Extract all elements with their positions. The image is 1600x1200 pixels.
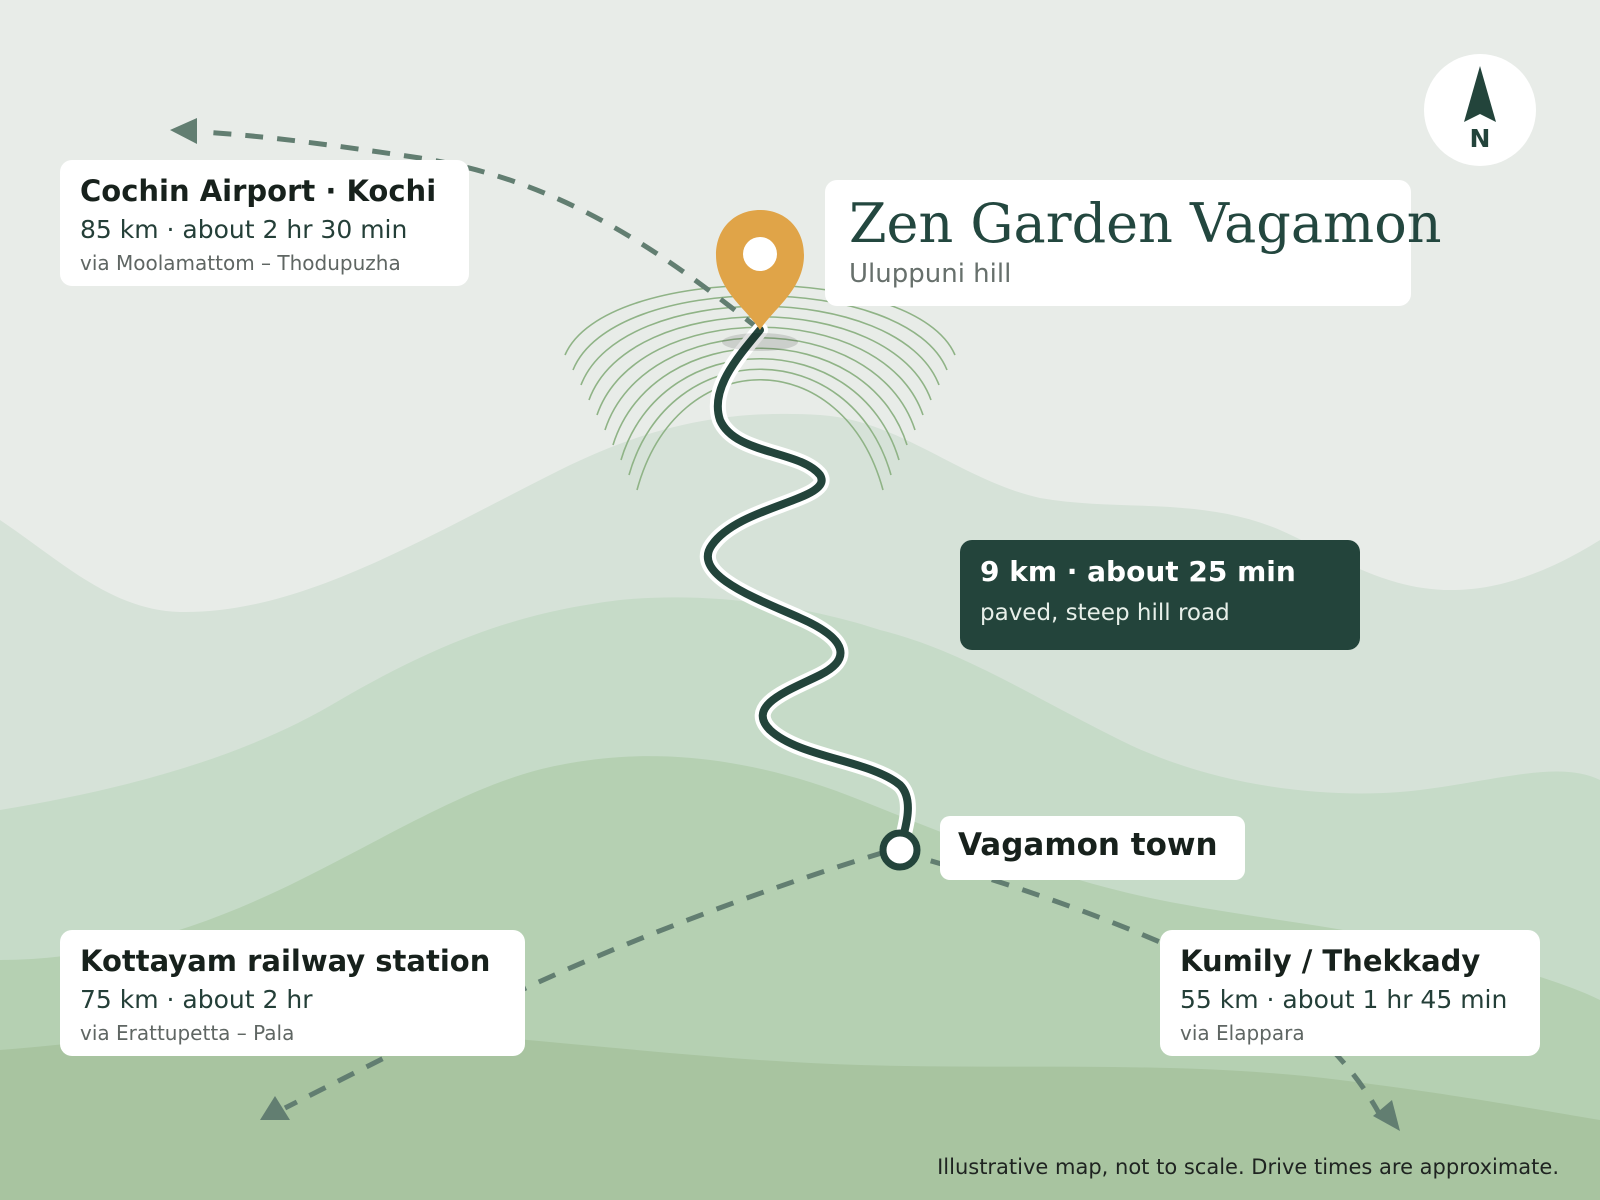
contour-line — [612, 347, 908, 446]
road-distance-time: 9 km · about 25 min — [980, 555, 1296, 588]
destination-card[interactable]: Zen Garden Vagamon Uluppuni hill — [825, 180, 1442, 306]
route-title: Kumily / Thekkady — [1180, 944, 1481, 978]
town-name: Vagamon town — [958, 827, 1218, 863]
compass: N — [1424, 54, 1536, 166]
arrow-head-cochin-icon — [170, 118, 197, 144]
contour-line — [628, 368, 892, 476]
route-card-kumily[interactable]: Kumily / Thekkady 55 km · about 1 hr 45 … — [1160, 930, 1540, 1056]
destination-subtitle: Uluppuni hill — [849, 258, 1012, 289]
route-card-kottayam[interactable]: Kottayam railway station 75 km · about 2… — [60, 930, 525, 1056]
route-distance-time: 75 km · about 2 hr — [80, 984, 313, 1014]
town-marker[interactable] — [879, 829, 921, 871]
road-info-card: 9 km · about 25 min paved, steep hill ro… — [960, 540, 1360, 650]
compass-label: N — [1469, 124, 1491, 153]
arrow-head-kottayam-icon — [260, 1096, 290, 1120]
route-title: Kottayam railway station — [80, 944, 491, 978]
hill-layer-front — [0, 1027, 1600, 1200]
map-pin-icon[interactable] — [716, 210, 804, 330]
hill-road — [703, 326, 912, 852]
route-card-cochin[interactable]: Cochin Airport · Kochi 85 km · about 2 h… — [60, 160, 469, 286]
town-label-card[interactable]: Vagamon town — [940, 816, 1245, 880]
destination-title: Zen Garden Vagamon — [849, 192, 1442, 255]
contour-line — [620, 357, 900, 461]
pin-shadow — [722, 333, 798, 351]
north-arrow-icon — [1464, 66, 1496, 122]
route-title: Cochin Airport · Kochi — [80, 174, 437, 208]
route-via: via Erattupetta – Pala — [80, 1020, 295, 1045]
contour-line — [636, 378, 884, 491]
arrow-head-kumily-icon — [1373, 1100, 1400, 1131]
road-surface: paved, steep hill road — [980, 600, 1230, 626]
route-distance-time: 85 km · about 2 hr 30 min — [80, 214, 408, 244]
route-via: via Elappara — [1180, 1020, 1305, 1045]
route-via: via Moolamattom – Thodupuzha — [80, 250, 401, 275]
route-distance-time: 55 km · about 1 hr 45 min — [1180, 984, 1508, 1014]
map-footnote: Illustrative map, not to scale. Drive ti… — [937, 1155, 1559, 1179]
